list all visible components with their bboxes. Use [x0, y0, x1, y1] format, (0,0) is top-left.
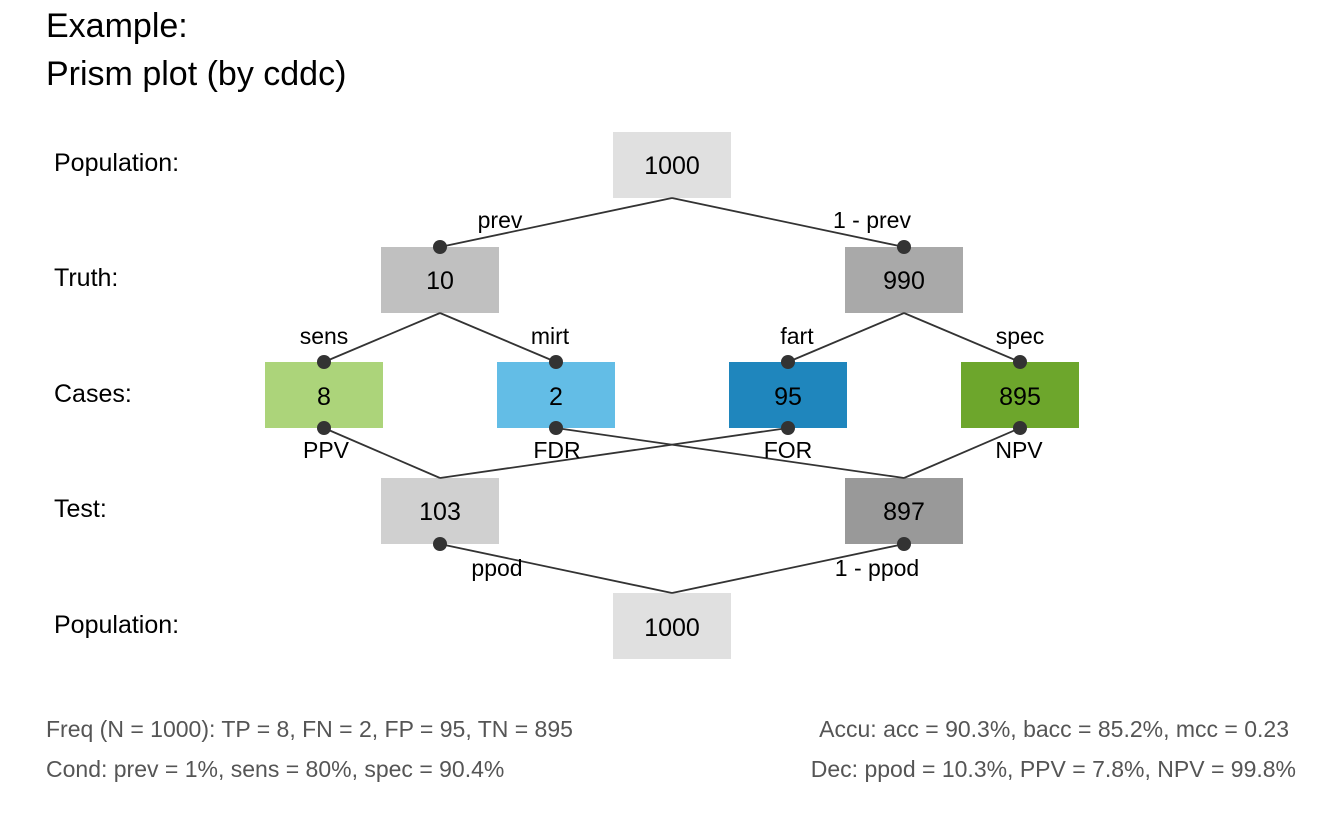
box-true-condition: 10: [381, 247, 499, 313]
edge-label-sens: sens: [300, 323, 349, 349]
box-population-bottom: 1000: [613, 593, 731, 659]
box-false-condition-rect: [845, 247, 963, 313]
box-decision-positive: 103: [381, 478, 499, 544]
dot-fp-bottom: [781, 421, 795, 435]
edge-label-one-minus-prev: 1 - prev: [833, 207, 911, 233]
box-fn-value: 2: [549, 383, 563, 411]
dot-fn-bottom: [549, 421, 563, 435]
box-population-top: 1000: [613, 132, 731, 198]
box-fn-rect: [497, 362, 615, 428]
box-tp-rect: [265, 362, 383, 428]
edge-label-npv: NPV: [995, 437, 1043, 463]
edge-fdr: [555, 427, 905, 479]
edge-label-fdr: FDR: [533, 437, 580, 463]
edge-mirt: [439, 312, 557, 363]
edge-fart: [787, 312, 905, 363]
dot-tn-top: [1013, 355, 1027, 369]
edge-ppod: [439, 543, 673, 594]
dot-decision-positive-bottom: [433, 537, 447, 551]
box-population-bottom-value: 1000: [644, 614, 700, 642]
dot-tn-bottom: [1013, 421, 1027, 435]
dot-decision-negative-bottom: [897, 537, 911, 551]
dot-tp-top: [317, 355, 331, 369]
box-fp-value: 95: [774, 383, 802, 411]
edge-label-ppv: PPV: [303, 437, 350, 463]
box-population-top-value: 1000: [644, 152, 700, 180]
edge-label-prev: prev: [478, 207, 523, 233]
dot-fn-top: [549, 355, 563, 369]
edge-label-ppod: ppod: [471, 555, 522, 581]
edge-one-minus-ppod: [671, 543, 905, 594]
edge-for: [439, 427, 789, 479]
box-decision-negative-value: 897: [883, 498, 925, 526]
footer-cond: Cond: prev = 1%, sens = 80%, spec = 90.4…: [46, 756, 504, 782]
box-false-condition: 990: [845, 247, 963, 313]
edge-label-for: FOR: [764, 437, 813, 463]
footer-accu: Accu: acc = 90.3%, bacc = 85.2%, mcc = 0…: [819, 716, 1289, 742]
box-decision-negative: 897: [845, 478, 963, 544]
title-line-1: Example:: [46, 7, 188, 45]
edge-label-mirt: mirt: [531, 323, 570, 349]
edge-ppv: [323, 427, 441, 479]
row-label-population-top: Population:: [54, 149, 179, 177]
box-tn-rect: [961, 362, 1079, 428]
edge-label-spec: spec: [996, 323, 1045, 349]
edge-spec: [903, 312, 1021, 363]
box-tp-value: 8: [317, 383, 331, 411]
box-decision-positive-rect: [381, 478, 499, 544]
box-tn-value: 895: [999, 383, 1041, 411]
box-decision-positive-value: 103: [419, 498, 461, 526]
box-true-condition-value: 10: [426, 267, 454, 295]
box-fp-rect: [729, 362, 847, 428]
row-label-test: Test:: [54, 495, 107, 523]
footer-dec: Dec: ppod = 10.3%, PPV = 7.8%, NPV = 99.…: [811, 756, 1296, 782]
box-population-top-rect: [613, 132, 731, 198]
box-tp: 8: [265, 362, 383, 428]
footer-freq: Freq (N = 1000): TP = 8, FN = 2, FP = 95…: [46, 716, 573, 742]
dot-true-condition-top: [433, 240, 447, 254]
box-false-condition-value: 990: [883, 267, 925, 295]
box-fn: 2: [497, 362, 615, 428]
box-fp: 95: [729, 362, 847, 428]
box-true-condition-rect: [381, 247, 499, 313]
title-line-2: Prism plot (by cddc): [46, 55, 346, 93]
dot-false-condition-top: [897, 240, 911, 254]
edge-prev: [439, 197, 673, 248]
row-label-population-bottom: Population:: [54, 611, 179, 639]
edge-sens: [323, 312, 441, 363]
box-decision-negative-rect: [845, 478, 963, 544]
edge-npv: [903, 427, 1021, 479]
row-label-truth: Truth:: [54, 264, 118, 292]
box-population-bottom-rect: [613, 593, 731, 659]
row-label-cases: Cases:: [54, 380, 132, 408]
dot-tp-bottom: [317, 421, 331, 435]
dot-fp-top: [781, 355, 795, 369]
edge-label-one-minus-ppod: 1 - ppod: [835, 555, 919, 581]
edge-one-minus-prev: [671, 197, 905, 248]
box-tn: 895: [961, 362, 1079, 428]
edge-label-fart: fart: [780, 323, 814, 349]
